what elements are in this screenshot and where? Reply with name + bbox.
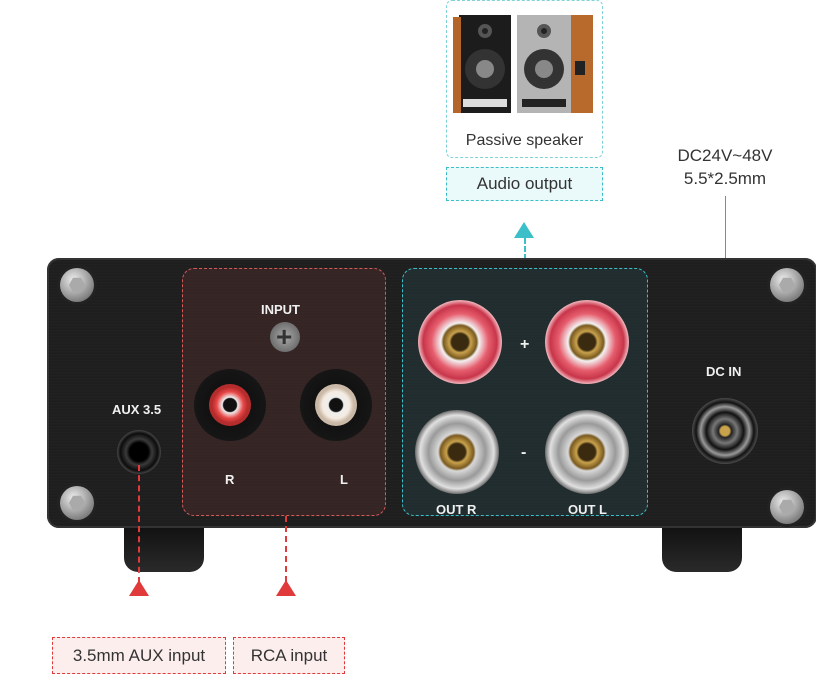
aux-leader-line xyxy=(138,465,140,583)
dc-power-jack-icon xyxy=(692,398,758,464)
dc-voltage-text: DC24V~48V xyxy=(677,146,773,165)
passive-speaker-label: Passive speaker xyxy=(465,132,584,149)
input-label: INPUT xyxy=(261,302,300,317)
left-foot xyxy=(124,526,204,572)
screw-top-right-icon xyxy=(770,268,804,302)
rca-r-label: R xyxy=(225,472,235,487)
screw-bottom-right-icon xyxy=(770,490,804,524)
audio-output-leader-line xyxy=(524,238,526,268)
out-l-negative-post-icon xyxy=(545,410,629,494)
dc-plug-size-text: 5.5*2.5mm xyxy=(683,169,767,188)
rca-jack-left-icon xyxy=(300,369,372,441)
out-l-positive-post-icon xyxy=(545,300,629,384)
minus-label: - xyxy=(521,444,527,461)
out-r-negative-post-icon xyxy=(415,410,499,494)
out-l-label: OUT L xyxy=(568,502,607,517)
screw-bottom-left-icon xyxy=(60,486,94,520)
rca-arrow-icon xyxy=(276,580,296,596)
screw-top-left-icon xyxy=(60,268,94,302)
out-r-positive-post-icon xyxy=(418,300,502,384)
rca-l-label: L xyxy=(340,472,348,487)
rca-input-callout: RCA input xyxy=(233,637,345,674)
aux-arrow-icon xyxy=(129,580,149,596)
aux-input-callout: 3.5mm AUX input xyxy=(52,637,226,674)
aux-label: AUX 3.5 xyxy=(112,402,162,417)
dc-spec-note: DC24V~48V 5.5*2.5mm xyxy=(655,144,795,190)
rca-jack-right-core xyxy=(209,384,251,426)
plus-label: + xyxy=(520,336,530,353)
out-r-label: OUT R xyxy=(436,502,477,517)
rca-jack-left-core xyxy=(315,384,357,426)
input-knob-icon xyxy=(270,321,300,353)
rca-jack-right-icon xyxy=(194,369,266,441)
audio-output-arrow-icon xyxy=(514,222,534,238)
speakers-illustration xyxy=(453,15,593,113)
rca-leader-line xyxy=(285,516,287,582)
audio-output-callout: Audio output xyxy=(446,167,603,201)
right-foot xyxy=(662,526,742,572)
passive-speaker-image-frame xyxy=(446,0,603,158)
dc-in-label: DC IN xyxy=(706,364,742,379)
